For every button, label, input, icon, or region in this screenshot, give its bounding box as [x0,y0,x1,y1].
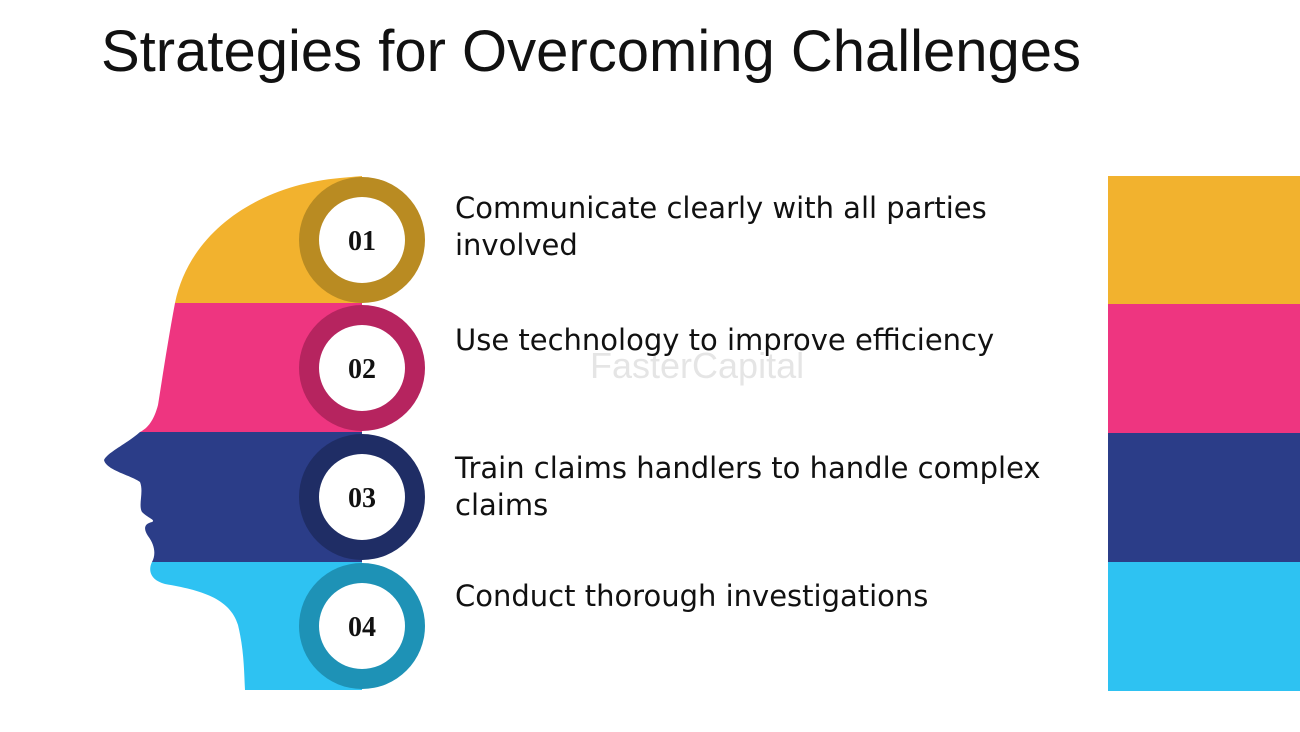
strategy-text-4: Conduct thorough investigations [455,579,929,613]
badge-number: 01 [348,226,376,257]
strategy-text-2: Use technology to improve efficiency [455,323,995,357]
color-block-2 [1108,304,1300,433]
strategy-text-1: Communicate clearly with all parties inv… [455,191,987,262]
badge-center [319,197,405,283]
badge-center [319,583,405,669]
color-block-1 [1108,176,1300,304]
badge-number: 04 [348,612,376,643]
color-block-4 [1108,562,1300,691]
badge-number: 03 [348,483,376,514]
watermark: FasterCapital [590,345,805,386]
number-badge-4: 04 [299,563,425,689]
color-block-3 [1108,433,1300,562]
number-badge-1: 01 [299,177,425,303]
head-band-2 [140,303,362,432]
number-badge-2: 02 [299,305,425,431]
head-band-3 [104,432,362,562]
strategy-text-3: Train claims handlers to handle complex … [455,451,1041,522]
badge-center [319,454,405,540]
badge-number: 02 [348,354,376,385]
page-title: Strategies for Overcoming Challenges [101,19,1082,84]
badge-center [319,325,405,411]
number-badge-3: 03 [299,434,425,560]
